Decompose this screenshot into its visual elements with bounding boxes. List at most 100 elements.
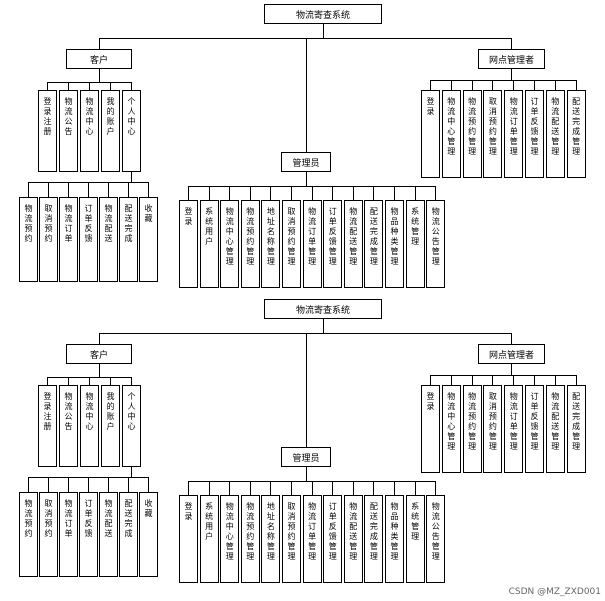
connector-line: [291, 186, 292, 200]
connector-line: [534, 80, 535, 90]
connector-line: [68, 477, 69, 492]
customer-item: 物流公告: [59, 385, 78, 467]
connector-line: [291, 481, 292, 495]
personal-center-item: 物流配送: [99, 492, 118, 577]
connector-line: [394, 186, 395, 200]
connector-line: [414, 186, 416, 200]
connector-line: [249, 186, 251, 200]
station-manager-item: 物流中心管理: [441, 90, 461, 178]
connector-line: [513, 80, 515, 90]
customer-box: 客户: [66, 344, 132, 364]
customer-box: 客户: [66, 49, 132, 69]
connector-line: [471, 80, 473, 90]
admin-item: 物流预约管理: [240, 200, 260, 288]
connector-line: [208, 481, 210, 495]
connector-line: [48, 477, 49, 492]
connector-line: [534, 375, 535, 385]
connector-line: [306, 38, 307, 152]
connector-line: [430, 80, 576, 81]
connector-line: [270, 481, 272, 495]
admin-item: 地址名称管理: [261, 495, 281, 583]
connector-line: [108, 182, 109, 197]
station-manager-box: 网点管理者: [478, 49, 545, 69]
connector-line: [435, 186, 437, 200]
station-manager-item: 物流配送管理: [545, 90, 565, 178]
personal-center-item: 配送完成: [119, 492, 138, 577]
customer-item: 物流中心: [80, 385, 99, 467]
connector-line: [511, 69, 512, 80]
customer-item: 登录注册: [38, 90, 57, 172]
connector-line: [554, 375, 556, 385]
connector-line: [430, 375, 576, 376]
admin-item: 物流订单管理: [302, 495, 322, 583]
admin-item: 物流配送管理: [343, 200, 363, 288]
connector-line: [131, 377, 132, 385]
personal-center-item: 物流配送: [99, 197, 118, 282]
connector-line: [229, 481, 231, 495]
connector-line: [306, 172, 307, 186]
admin-item: 配送完成管理: [364, 200, 384, 288]
customer-item: 个人中心: [122, 90, 141, 172]
connector-line: [450, 80, 452, 90]
connector-line: [99, 364, 100, 377]
admin-item: 物流预约管理: [240, 495, 260, 583]
connector-line: [373, 186, 375, 200]
connector-line: [89, 377, 90, 385]
connector-line: [306, 333, 307, 447]
customer-item: 我的账户: [101, 90, 120, 172]
connector-line: [511, 38, 512, 49]
connector-line: [99, 69, 100, 82]
connector-line: [430, 375, 431, 385]
connector-line: [188, 186, 189, 200]
customer-item: 个人中心: [122, 385, 141, 467]
station-manager-item: 物流预约管理: [462, 385, 482, 473]
admin-item: 物流中心管理: [220, 200, 240, 288]
connector-line: [110, 82, 111, 90]
admin-item: 系统管理: [405, 200, 425, 288]
admin-item: 登录: [179, 200, 198, 288]
admin-item: 地址名称管理: [261, 200, 281, 288]
station-manager-item: 配送完成管理: [566, 90, 586, 178]
admin-item: 物流配送管理: [343, 495, 363, 583]
admin-item: 系统管理: [405, 495, 425, 583]
admin-item: 系统用户: [199, 200, 219, 288]
connector-line: [131, 172, 132, 182]
station-manager-item: 物流订单管理: [504, 90, 524, 178]
connector-line: [332, 186, 334, 200]
connector-line: [414, 481, 416, 495]
connector-line: [249, 481, 251, 495]
connector-line: [306, 467, 307, 481]
admin-item: 物流公告管理: [426, 495, 446, 583]
connector-line: [148, 182, 149, 197]
connector-line: [128, 182, 129, 197]
connector-line: [28, 182, 29, 197]
admin-item: 登录: [179, 495, 198, 583]
connector-line: [270, 186, 272, 200]
connector-line: [430, 80, 431, 90]
personal-center-item: 物流订单: [59, 197, 78, 282]
personal-center-item: 收藏: [139, 492, 158, 577]
station-manager-item: 物流预约管理: [462, 90, 482, 178]
personal-center-item: 收藏: [139, 197, 158, 282]
personal-center-item: 取消预约: [39, 492, 58, 577]
connector-line: [110, 377, 111, 385]
connector-line: [229, 186, 231, 200]
personal-center-item: 物流预约: [19, 197, 38, 282]
personal-center-item: 取消预约: [39, 197, 58, 282]
station-manager-item: 取消预约管理: [483, 385, 503, 473]
connector-line: [131, 82, 132, 90]
connector-line: [511, 364, 512, 375]
connector-line: [99, 38, 100, 49]
connector-line: [48, 182, 49, 197]
connector-line: [88, 182, 89, 197]
connector-line: [492, 80, 494, 90]
connector-line: [323, 24, 324, 38]
customer-item: 登录注册: [38, 385, 57, 467]
connector-line: [68, 182, 69, 197]
connector-line: [208, 186, 210, 200]
station-manager-item: 物流中心管理: [441, 385, 461, 473]
connector-line: [128, 477, 129, 492]
customer-item: 物流公告: [59, 90, 78, 172]
root-box: 物流寄查系统: [264, 299, 382, 319]
connector-line: [311, 481, 313, 495]
